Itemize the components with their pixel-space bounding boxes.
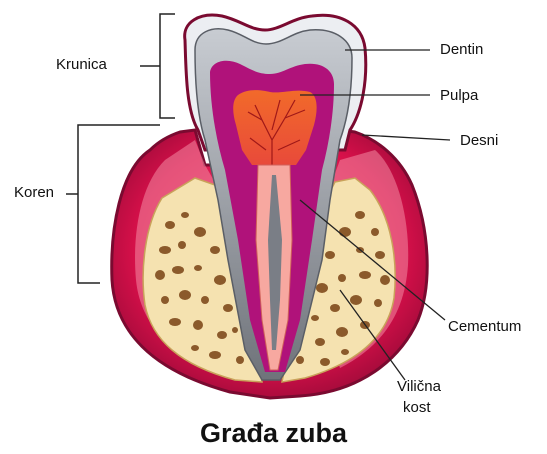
label-koren: Koren (14, 184, 54, 201)
label-vilicna: Vilična (397, 378, 441, 395)
label-dentin: Dentin (440, 41, 483, 58)
label-pulpa: Pulpa (440, 87, 478, 104)
label-krunica: Krunica (56, 56, 107, 73)
label-kost: kost (403, 399, 431, 416)
diagram-title: Građa zuba (0, 418, 547, 449)
label-cementum: Cementum (448, 318, 521, 335)
bracket-krunica (140, 14, 175, 118)
label-desni: Desni (460, 132, 498, 149)
